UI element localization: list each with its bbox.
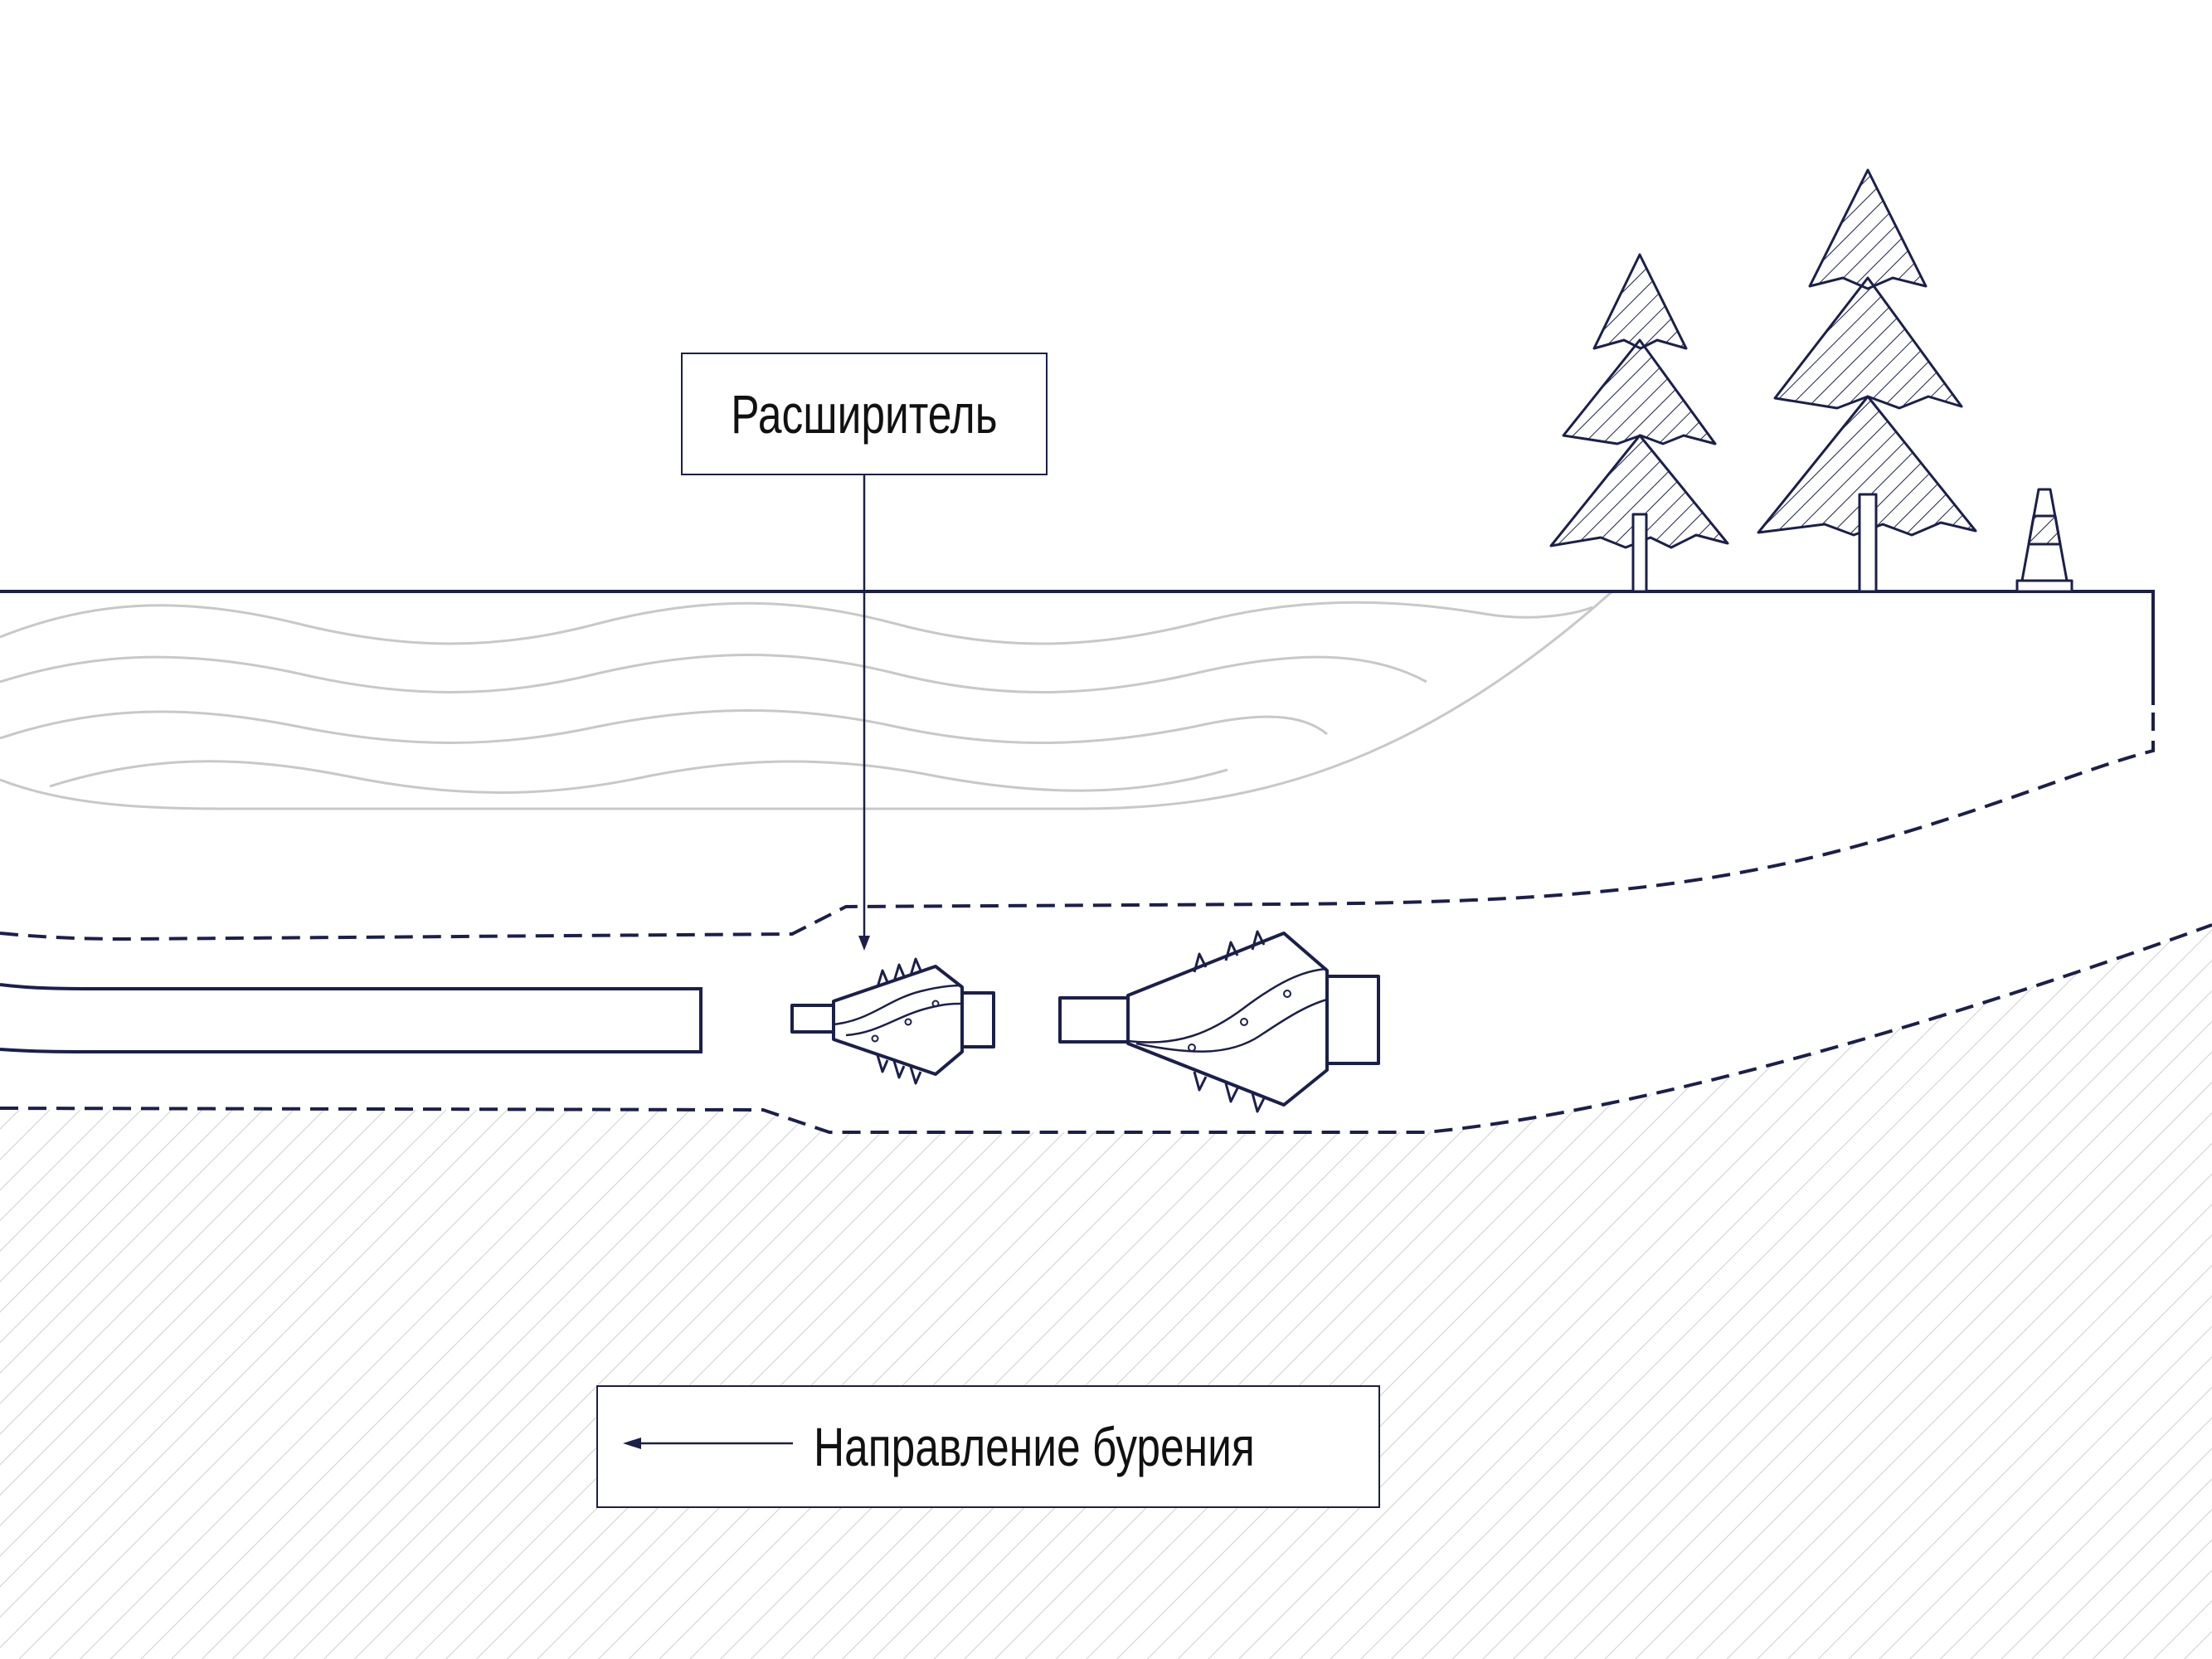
ground-surface xyxy=(0,590,2155,705)
reamer-label-text: Расширитель xyxy=(731,383,998,445)
borehole-boundary xyxy=(0,591,2212,1134)
river-water xyxy=(0,589,1614,810)
traffic-cone-icon xyxy=(2015,488,2073,593)
spruce-tree-icon xyxy=(1549,253,1729,593)
small-reamer xyxy=(790,957,995,1085)
drill-pipe xyxy=(0,983,702,1053)
drilling-direction-legend: Направление бурения xyxy=(596,1385,1380,1508)
large-reamer xyxy=(1058,930,1380,1113)
drilling-direction-text: Направление бурения xyxy=(814,1416,1255,1477)
arrow-left-icon xyxy=(623,1438,793,1449)
bedrock-layer xyxy=(0,925,2212,1659)
spruce-tree-icon xyxy=(1757,168,1977,593)
reamer-label: Расширитель xyxy=(681,353,1048,475)
reamer-leader-line xyxy=(858,475,870,951)
